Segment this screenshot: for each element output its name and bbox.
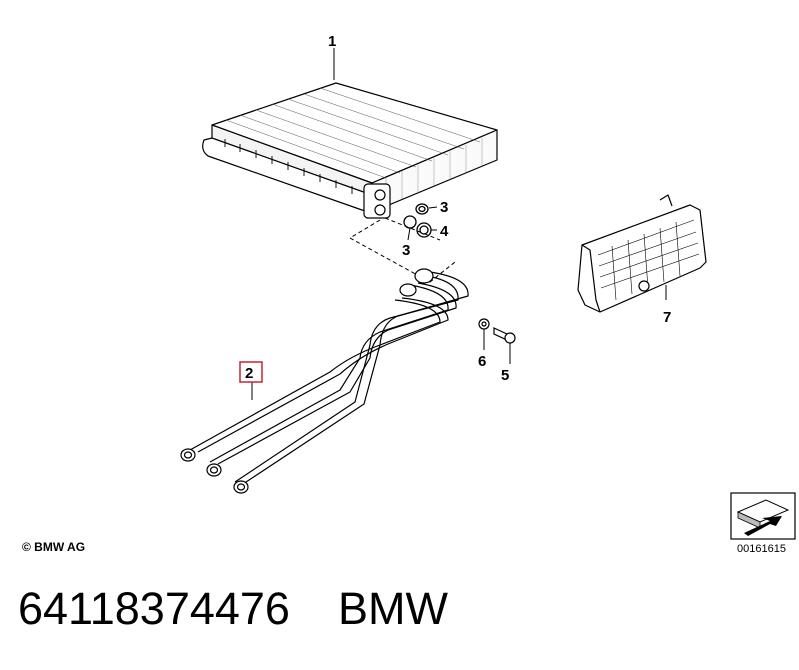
callout-3-upper: 3 <box>440 199 448 216</box>
diagram-reference-number: 00161615 <box>737 543 786 555</box>
o-rings <box>403 203 432 238</box>
washer-and-screw <box>478 318 516 344</box>
heater-core <box>202 82 498 219</box>
heater-pipes <box>180 268 469 494</box>
callout-6: 6 <box>478 353 486 370</box>
callout-2: 2 <box>245 365 253 382</box>
orientation-arrow-icon <box>730 492 796 540</box>
heater-cover <box>577 194 707 313</box>
callout-7: 7 <box>663 309 671 326</box>
highlight-box <box>239 361 263 383</box>
callout-1: 1 <box>328 33 336 50</box>
connection-dashes <box>348 217 456 283</box>
copyright-notice: © BMW AG <box>22 540 86 554</box>
callout-4: 4 <box>440 223 449 240</box>
part-number: 64118374476 <box>18 583 290 634</box>
callout-5: 5 <box>501 367 509 384</box>
footer-caption: 64118374476 BMW <box>18 583 448 635</box>
brand-name: BMW <box>337 583 448 634</box>
leader-lines <box>251 48 667 400</box>
callout-3-lower: 3 <box>402 242 410 259</box>
